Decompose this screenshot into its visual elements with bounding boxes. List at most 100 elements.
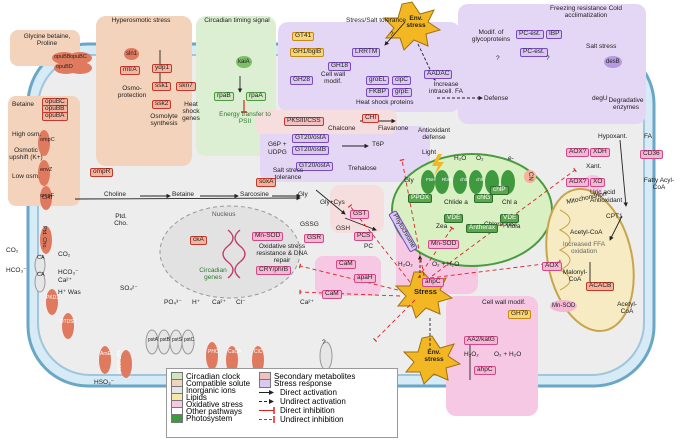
diagram-label: ? bbox=[496, 55, 500, 62]
diagram-label: PKD1 bbox=[46, 295, 60, 301]
diagram-label: ahpC bbox=[474, 366, 496, 375]
diagram-label: GT20/ostA bbox=[296, 162, 334, 171]
diagram-label: GT41 bbox=[292, 32, 315, 41]
diagram-label: desB bbox=[604, 56, 622, 69]
diagram-label: chlI bbox=[476, 177, 484, 182]
diagram-label: rpaA bbox=[246, 92, 266, 101]
nucleus bbox=[159, 205, 301, 299]
diagram-label: GSSG bbox=[300, 221, 319, 228]
diagram-label: VDE bbox=[500, 214, 520, 223]
diagram-label: RbsII bbox=[442, 177, 453, 182]
diagram-label: chlG bbox=[474, 194, 494, 203]
diagram-label: Circadian genes bbox=[199, 267, 227, 281]
diagram-label: Circadian timing signal bbox=[204, 17, 270, 24]
diagram-label: grpE bbox=[392, 88, 412, 97]
diagram-label: ompF bbox=[40, 193, 55, 199]
legend-label: Direct activation bbox=[280, 388, 337, 397]
diagram-label: Energy transfer to PSII bbox=[219, 111, 271, 125]
diagram-label: Fatty Acyl-CoA bbox=[643, 177, 675, 191]
diagram-label: Mn-SOD bbox=[428, 240, 460, 249]
diagram-label: ydp1 bbox=[152, 64, 173, 73]
diagram-label: Heat shock genes bbox=[182, 101, 200, 122]
diagram-label: PKSIII/CSS bbox=[284, 117, 324, 126]
diagram-label: GH1/bglB bbox=[290, 48, 325, 57]
diagram-label: Nucleus bbox=[212, 211, 236, 218]
diagram-label: FtsH bbox=[426, 177, 436, 182]
diagram-label: IBP bbox=[546, 30, 563, 39]
legend-label: Undirect inhibition bbox=[280, 415, 344, 424]
diagram-label: pstS bbox=[172, 337, 183, 343]
diagram-label: degU bbox=[592, 95, 608, 102]
diagram-label: chlP bbox=[490, 186, 509, 195]
diagram-label: opuBC bbox=[70, 54, 87, 60]
diagram-label: CPT1 bbox=[606, 213, 623, 220]
diagram-label: chlD bbox=[460, 177, 470, 182]
legend-line-undirect-inhibition bbox=[259, 416, 277, 423]
diagram-label: H⁺ bbox=[192, 299, 201, 306]
diagram-label: Ptd. Cho. bbox=[114, 213, 128, 227]
dna-icon bbox=[222, 229, 246, 279]
diagram-label: groEL bbox=[366, 76, 390, 85]
diagram-label: ompR bbox=[90, 168, 114, 177]
diagram-label: CD36 bbox=[640, 150, 663, 159]
legend-line-undirect-activation bbox=[259, 398, 277, 405]
diagram-label: O₂ + H₂O bbox=[432, 261, 460, 268]
diagram-label: Increase intracell. FA bbox=[429, 81, 463, 95]
chalcone-panel bbox=[255, 110, 397, 134]
legend-label: Lipids bbox=[186, 393, 207, 402]
membrane-transporters bbox=[34, 52, 333, 378]
diagram-label: Stress/Salt tolerance bbox=[346, 17, 406, 24]
diagram-label: ? bbox=[322, 339, 326, 346]
diagram-label: Choline bbox=[104, 191, 127, 198]
diagram-label: Low osm. bbox=[12, 173, 40, 180]
diagram-label: Malonyl-CoA bbox=[562, 269, 588, 283]
diagram-label: T6P bbox=[372, 141, 384, 148]
diagram-label: Env. stress bbox=[424, 349, 444, 363]
diagram-label: Hypoxant. bbox=[598, 133, 628, 140]
diagram-label: rpaB bbox=[214, 92, 234, 101]
diagram-label: envZ bbox=[40, 167, 53, 173]
diagram-label: ClC bbox=[254, 349, 263, 355]
diagram-label: Hyperosmotic stress bbox=[111, 17, 171, 24]
diagram-label: CA bbox=[37, 272, 45, 278]
legend-label: Undirect activation bbox=[280, 397, 346, 406]
diagram-label: AOX? bbox=[566, 148, 590, 157]
diagram-label: Gly+Cys bbox=[320, 199, 345, 206]
diagram-label: PO₄³⁻ bbox=[164, 299, 182, 306]
diagram-label: HCO₃⁻ bbox=[6, 267, 27, 274]
diagram-label: Mn-SOD bbox=[550, 300, 578, 313]
diagram-label: Osmo-protection bbox=[117, 85, 147, 99]
diagram-label: Increased FFA oxidation bbox=[562, 241, 606, 255]
diagram-label: GH79 bbox=[508, 310, 531, 319]
hyperosmotic-panel bbox=[96, 16, 192, 166]
legend-label: Secondary metabolites bbox=[274, 372, 356, 381]
diagram-label: Xant. bbox=[586, 163, 602, 170]
diagram-label: Ca²⁺ bbox=[300, 299, 314, 306]
gsh-panel bbox=[330, 185, 384, 233]
diagram-label: ? bbox=[546, 55, 550, 62]
diagram-label: VDE bbox=[444, 214, 464, 223]
diagram-label: H₂O₂ bbox=[464, 351, 479, 358]
env-stress-star-top bbox=[382, 1, 442, 51]
diagram-label: LRRTM bbox=[352, 48, 381, 57]
diagram-label: ahpC bbox=[422, 278, 444, 287]
diagram-label: Antioxidant bbox=[590, 197, 623, 204]
diagram-label: Env. stress bbox=[406, 15, 426, 29]
diagram-label: FKBP bbox=[366, 88, 389, 97]
diagram-label: Oxidative stress resistance & DNA repair bbox=[256, 243, 308, 264]
diagram-label: XO bbox=[590, 178, 606, 187]
diagram-label: Cell wall modif. bbox=[482, 299, 526, 306]
diagram-label: Betaine bbox=[172, 191, 195, 198]
diagram-label: FA bbox=[644, 133, 652, 140]
diagram-label: Trehalose bbox=[348, 165, 377, 172]
legend-label: Stress response bbox=[274, 379, 332, 388]
diagram-label: GT20/ostB bbox=[292, 146, 330, 155]
freezing-panel bbox=[458, 4, 646, 124]
katg-panel bbox=[446, 296, 538, 416]
diagram-label: Stress bbox=[414, 287, 437, 296]
diagram-label: ACACB bbox=[586, 282, 615, 291]
diagram-label: GH28 bbox=[290, 76, 313, 85]
diagram-label: H₂O bbox=[454, 155, 467, 162]
legend-label: Other pathways bbox=[186, 407, 243, 416]
